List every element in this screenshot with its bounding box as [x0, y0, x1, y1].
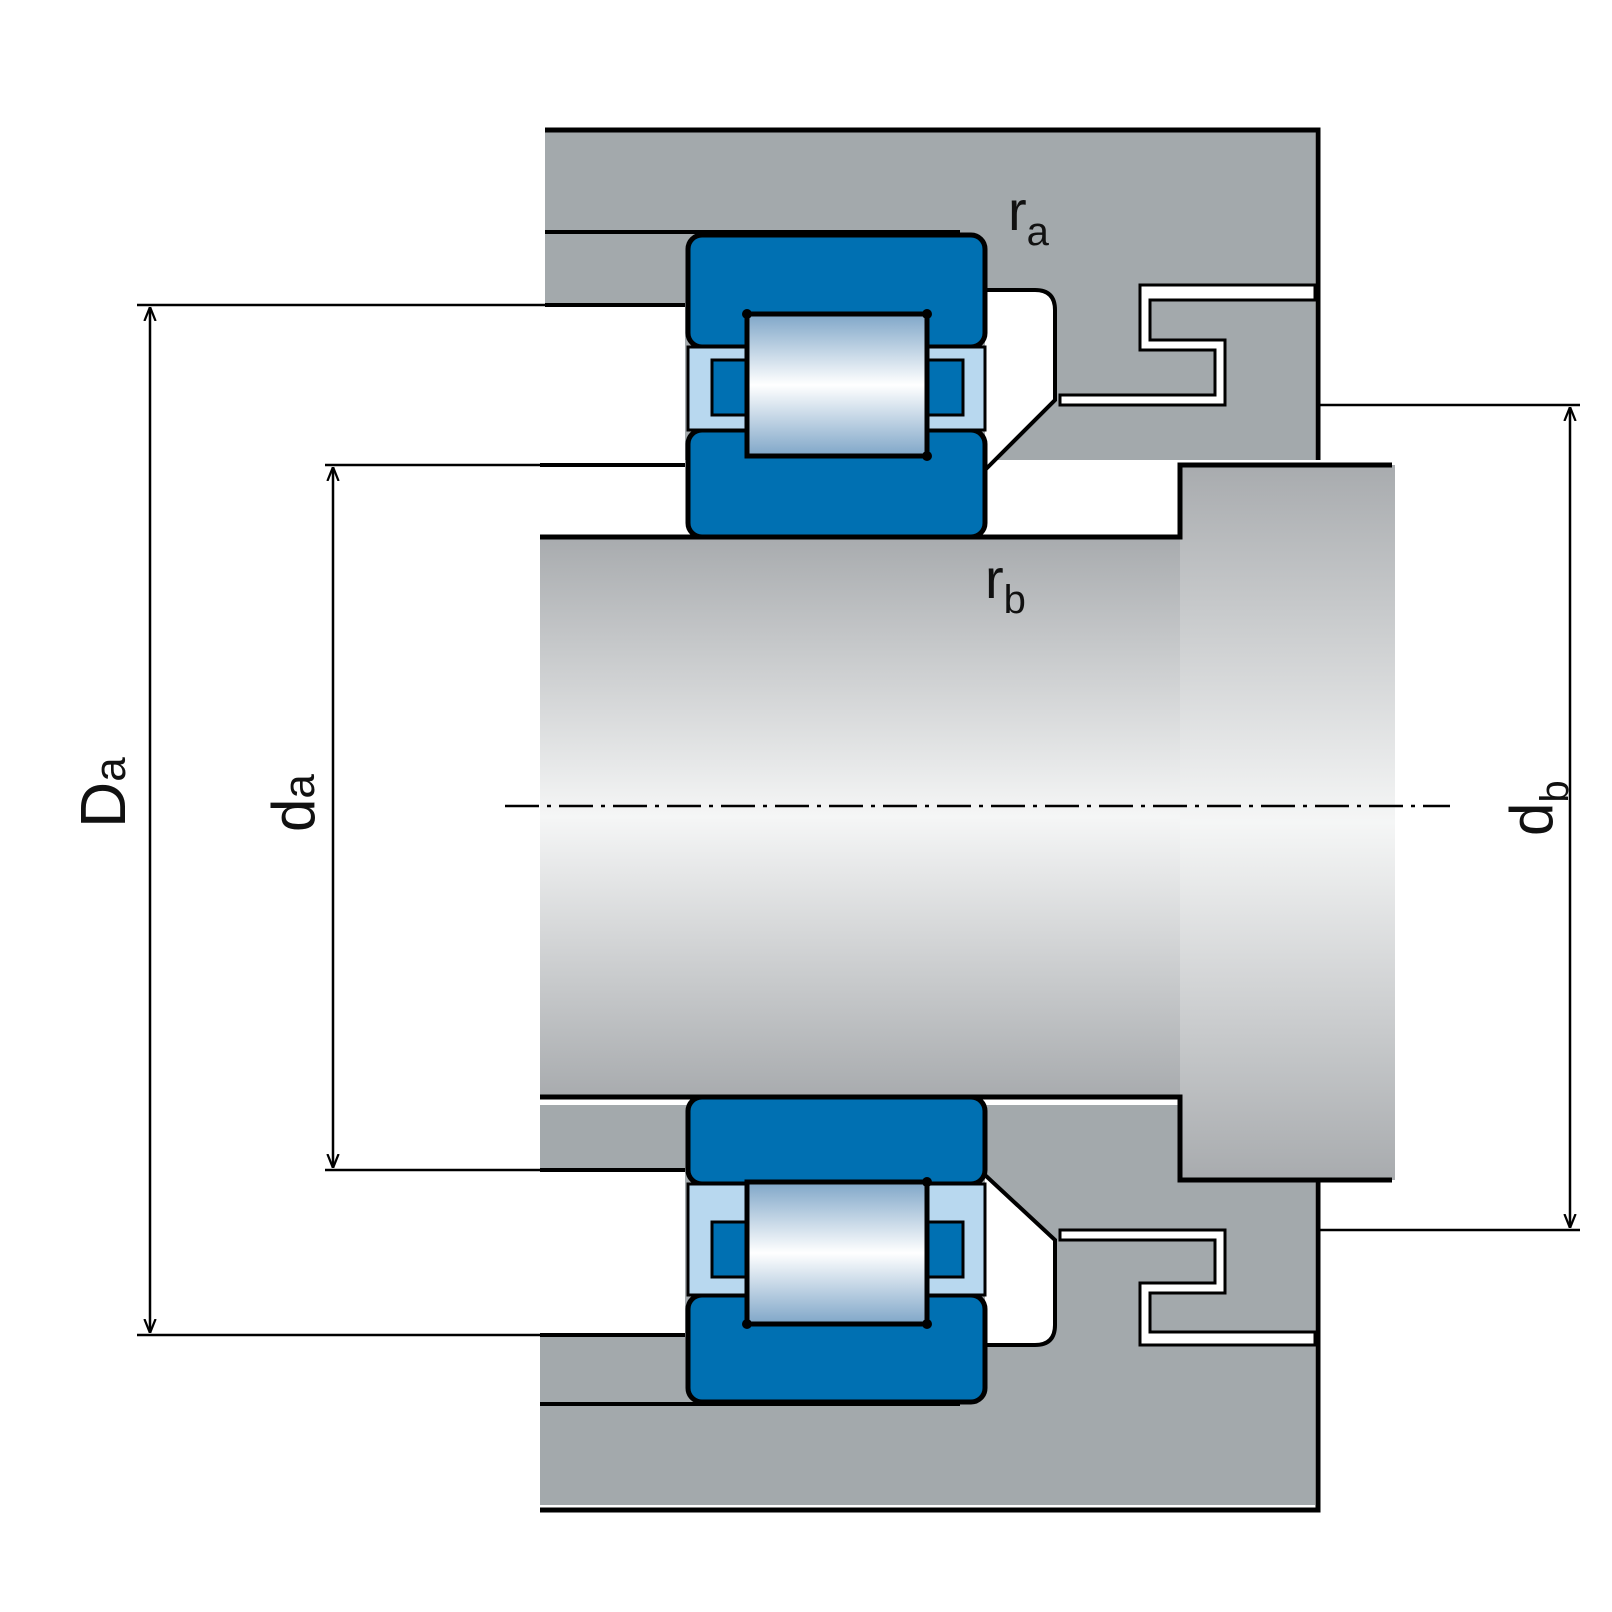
housing-top-gap — [985, 290, 1055, 470]
housing-bottom-contour — [983, 1173, 1057, 1347]
roller-corner-dot — [922, 1177, 932, 1187]
labyrinth-top — [1058, 283, 1317, 407]
roller-corner-dot — [922, 309, 932, 319]
label-Da-main: D — [67, 782, 139, 828]
labyrinth-bottom — [1058, 1228, 1317, 1347]
shaft-body — [540, 537, 1180, 1097]
housing-bottom-gap — [985, 1175, 1055, 1345]
svg-text:da: da — [260, 774, 327, 832]
label-da-main: d — [260, 799, 327, 832]
roller-upper — [744, 311, 930, 459]
svg-text:rb: rb — [985, 547, 1026, 622]
label-Da-sub: a — [86, 757, 135, 782]
label-db-sub: b — [1533, 780, 1577, 802]
label-rb-sub: b — [1004, 578, 1026, 622]
label-db-main: d — [1498, 803, 1565, 836]
label-ra-main: r — [1008, 179, 1027, 242]
shaft-shoulder — [1180, 465, 1395, 1180]
label-ra-sub: a — [1027, 210, 1050, 254]
label-ra: ra — [1008, 179, 1050, 254]
cage-pocket-right-lower — [926, 1220, 965, 1279]
label-rb-main: r — [985, 547, 1004, 610]
label-db: db — [1498, 780, 1577, 836]
label-rb: rb — [985, 547, 1026, 622]
shaft — [505, 462, 1450, 1183]
housing-top-contour — [983, 288, 1057, 472]
svg-text:ra: ra — [1008, 179, 1050, 254]
dimensions — [137, 303, 1580, 1337]
svg-text:db: db — [1498, 780, 1577, 836]
svg-text:Da: Da — [67, 757, 139, 828]
housing-outline-bottom — [540, 1180, 1321, 1513]
bearing-upper — [685, 232, 988, 540]
roller-corner-dot — [742, 1319, 752, 1329]
roller-corner-dot — [922, 1319, 932, 1329]
label-da-sub: a — [275, 774, 324, 799]
inner-ring-lower — [685, 1094, 988, 1187]
housing-outline-top — [545, 127, 1321, 460]
label-Da: Da — [67, 757, 139, 828]
housing-top-bore — [545, 305, 685, 465]
bearing-lower — [685, 1094, 988, 1405]
roller-corner-dot — [742, 309, 752, 319]
cage-pocket-right-upper — [926, 358, 965, 417]
roller-corner-dot — [922, 451, 932, 461]
housing-bottom-bore — [540, 1170, 685, 1335]
cage-pocket-left-lower — [710, 1220, 749, 1279]
roller-lower — [744, 1179, 930, 1327]
cage-pocket-left-upper — [710, 358, 749, 417]
label-da: da — [260, 774, 327, 832]
